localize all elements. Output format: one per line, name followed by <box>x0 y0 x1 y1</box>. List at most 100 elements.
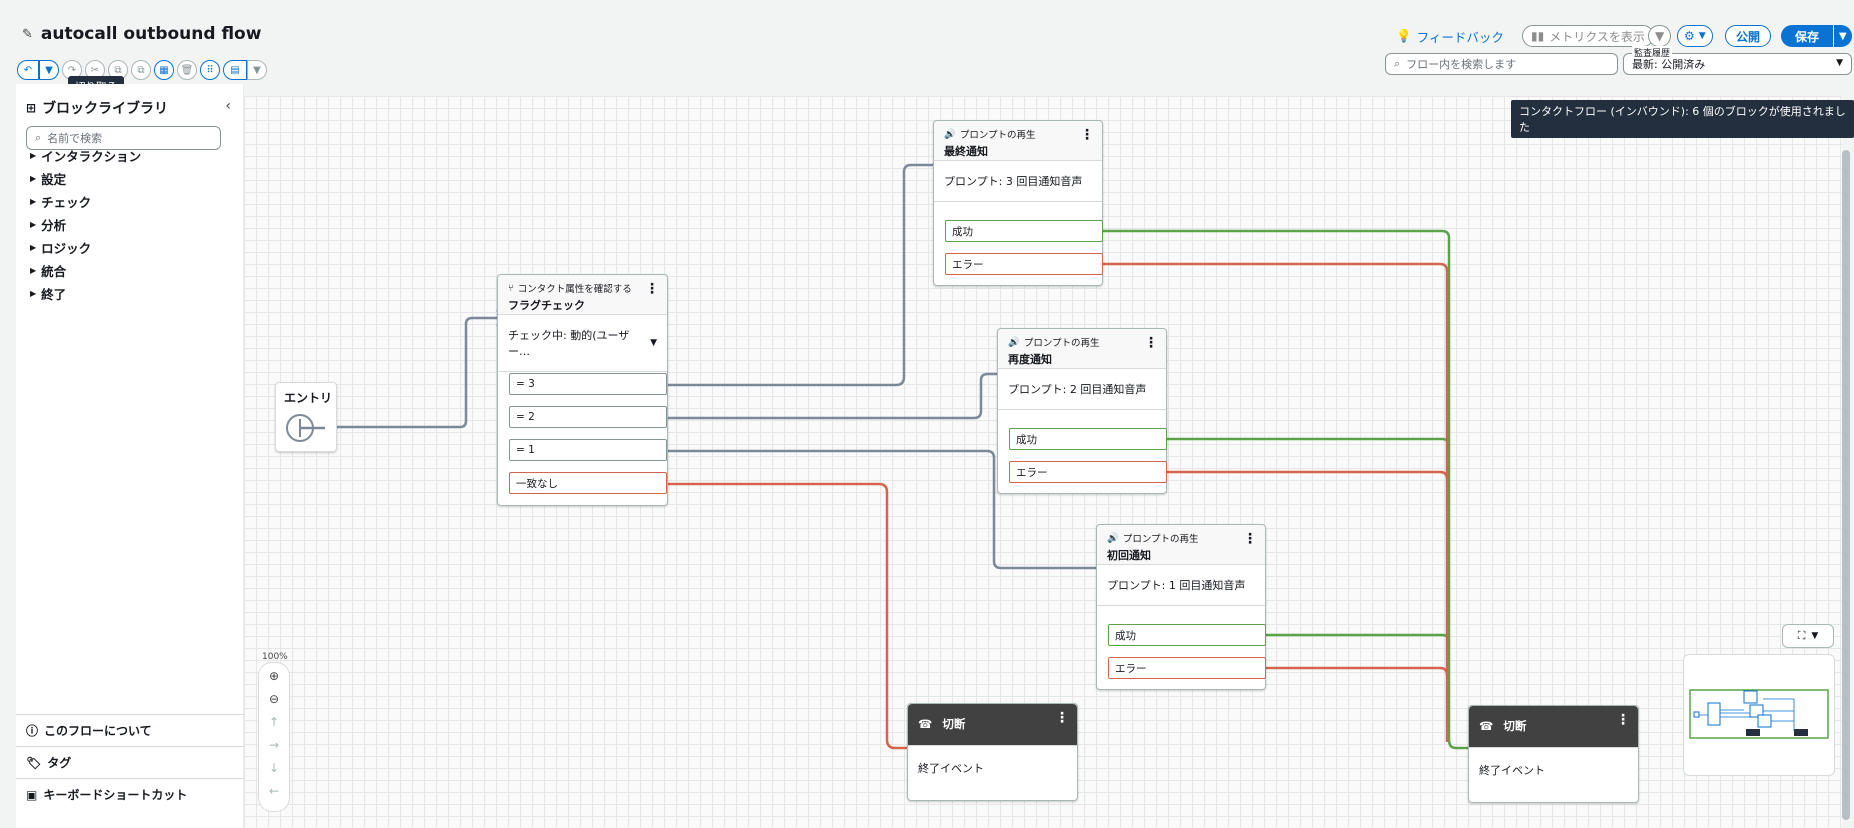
category-analytics[interactable]: ▶分析 <box>30 215 66 234</box>
select-all-button[interactable]: ▦ <box>154 60 174 80</box>
save-dropdown[interactable]: ▼ <box>1833 25 1852 47</box>
tags-link[interactable]: 🏷タグ <box>16 746 244 778</box>
category-logic[interactable]: ▶ ロジック <box>30 238 91 257</box>
category-label: 統合 <box>41 264 67 279</box>
grid-dots-button[interactable]: ⠿ <box>200 60 220 80</box>
undo-button[interactable]: ↶ <box>17 60 39 80</box>
flow-title[interactable]: ✎ autocall outbound flow <box>22 24 261 44</box>
caret-right-icon: ▶ <box>30 266 37 275</box>
audit-history-label: 監査履歴 <box>1632 46 1673 59</box>
block-kind: 🔊プロンプトの再生 <box>1107 531 1255 546</box>
branch-error[interactable]: エラー <box>1108 657 1266 679</box>
cut-button[interactable]: ✂ <box>85 60 105 80</box>
disconnect-block-1[interactable]: ☎切断 ⋮ 終了イベント <box>907 703 1078 801</box>
branch-error[interactable]: エラー <box>945 253 1103 275</box>
branch-icon: ⑂ <box>508 282 514 294</box>
speaker-icon: 🔊 <box>944 128 956 140</box>
fit-view-button[interactable]: ⛶▼ <box>1782 624 1834 648</box>
play-prompt-block-first[interactable]: 🔊プロンプトの再生 初回通知 ⋮ プロンプト: 1 回目通知音声 成功 エラー <box>1096 524 1266 690</box>
caret-right-icon: ▶ <box>30 243 37 252</box>
minimap[interactable] <box>1683 654 1835 776</box>
more-options-icon[interactable]: ⋮ <box>1055 710 1069 726</box>
branch-eq3[interactable]: = 3 <box>509 373 667 395</box>
check-attribute-block[interactable]: ⑂コンタクト属性を確認する フラグチェック ⋮ チェック中: 動的(ユーザー… … <box>497 274 668 506</box>
category-label: 設定 <box>41 172 67 187</box>
block-body: 終了イベント <box>918 762 984 775</box>
play-prompt-block-again[interactable]: 🔊プロンプトの再生 再度通知 ⋮ プロンプト: 2 回目通知音声 成功 エラー <box>997 328 1167 494</box>
delete-button[interactable]: 🗑 <box>177 60 197 80</box>
settings-button[interactable]: ⚙▼ <box>1677 25 1713 47</box>
category-label: チェック <box>41 195 92 210</box>
pan-up-icon[interactable]: ↑ <box>268 715 280 729</box>
metrics-dropdown[interactable]: ▼ <box>1648 25 1672 47</box>
branch-eq2[interactable]: = 2 <box>509 406 667 428</box>
save-button[interactable]: 保存 <box>1781 25 1834 47</box>
publish-button[interactable]: 公開 <box>1725 25 1772 47</box>
block-library-panel: ⊞ ブロックライブラリ ‹ ⌕ 名前で検索 ▶インタラクション ▶設定 ▶チェッ… <box>16 84 244 828</box>
block-name: 最終通知 <box>944 145 988 158</box>
branch-error[interactable]: エラー <box>1009 461 1167 483</box>
branch-no-match[interactable]: 一致なし <box>509 472 667 494</box>
zoom-in-icon[interactable]: ⊕ <box>268 669 280 683</box>
more-options-icon[interactable]: ⋮ <box>1243 531 1257 547</box>
block-search-placeholder: 名前で検索 <box>47 132 103 145</box>
disconnect-block-2[interactable]: ☎切断 ⋮ 終了イベント <box>1468 705 1639 803</box>
category-interaction[interactable]: ▶インタラクション <box>30 146 141 165</box>
caret-right-icon: ▶ <box>30 220 37 229</box>
block-count-banner: コンタクトフロー (インバウンド): 6 個のブロックが使用されました <box>1511 100 1854 138</box>
category-settings[interactable]: ▶ 設定 <box>30 169 66 188</box>
block-search-input[interactable]: ⌕ 名前で検索 <box>26 126 221 150</box>
notes-dropdown[interactable]: ▼ <box>247 60 267 80</box>
block-library-title-text: ブロックライブラリ <box>42 101 169 117</box>
zoom-controls: ⊕ ⊖ ↑ → ↓ ← <box>258 662 290 812</box>
keyboard-icon: ▣ <box>26 787 38 802</box>
flow-search-input[interactable]: ⌕ フロー内を検索します <box>1385 53 1618 75</box>
pan-right-icon[interactable]: → <box>268 738 280 752</box>
category-integration[interactable]: ▶ 統合 <box>30 261 66 280</box>
caret-right-icon: ▶ <box>30 151 37 160</box>
block-kind-label: プロンプトの再生 <box>1023 338 1100 349</box>
branch-eq1[interactable]: = 1 <box>509 439 667 461</box>
metrics-button[interactable]: ▮▮ メトリクスを表示 <box>1522 25 1654 47</box>
category-check[interactable]: ▶チェック <box>30 192 91 211</box>
more-options-icon[interactable]: ⋮ <box>1144 335 1158 351</box>
more-options-icon[interactable]: ⋮ <box>1616 712 1630 728</box>
branch-success[interactable]: 成功 <box>1009 428 1167 450</box>
tags-label: タグ <box>47 756 72 770</box>
play-prompt-block-final[interactable]: 🔊プロンプトの再生 最終通知 ⋮ プロンプト: 3 回目通知音声 成功 エラー <box>933 120 1103 286</box>
block-name: 再度通知 <box>1008 353 1052 366</box>
branch-success[interactable]: 成功 <box>1108 624 1266 646</box>
more-options-icon[interactable]: ⋮ <box>645 281 659 297</box>
duplicate-button[interactable]: ⧉ <box>131 60 151 80</box>
block-name: 初回通知 <box>1107 549 1151 562</box>
feedback-link[interactable]: 💡 フィードバック <box>1396 27 1504 46</box>
entry-label: エントリ <box>284 391 333 405</box>
zoom-out-icon[interactable]: ⊖ <box>268 692 280 706</box>
block-name: 切断 <box>1503 719 1527 733</box>
entry-block[interactable]: エントリ <box>275 382 337 452</box>
block-kind: ⑂コンタクト属性を確認する <box>508 281 657 296</box>
undo-dropdown[interactable]: ▼ <box>39 60 59 80</box>
keyboard-shortcuts-link[interactable]: ▣キーボードショートカット <box>16 778 244 810</box>
category-label: ロジック <box>41 241 92 256</box>
block-body[interactable]: チェック中: 動的(ユーザー… ▼ <box>498 315 667 372</box>
more-options-icon[interactable]: ⋮ <box>1080 127 1094 143</box>
chevron-down-icon: ▼ <box>1811 631 1819 641</box>
speaker-icon: 🔊 <box>1107 532 1119 544</box>
audit-history-select[interactable]: 監査履歴 最新: 公開済み ▼ <box>1623 46 1852 75</box>
block-kind: 🔊プロンプトの再生 <box>1008 335 1156 350</box>
chevron-down-icon: ▼ <box>1698 31 1706 41</box>
pan-left-icon[interactable]: ← <box>268 784 280 798</box>
category-terminate[interactable]: ▶終了 <box>30 284 66 303</box>
grid-icon: ⊞ <box>26 101 37 115</box>
caret-right-icon: ▶ <box>30 174 37 183</box>
block-library-title: ⊞ ブロックライブラリ <box>26 98 168 118</box>
notes-button[interactable]: ▤ <box>223 60 247 80</box>
branch-success[interactable]: 成功 <box>945 220 1103 242</box>
pencil-icon[interactable]: ✎ <box>22 26 33 42</box>
pan-down-icon[interactable]: ↓ <box>268 761 280 775</box>
vertical-scrollbar[interactable] <box>1842 150 1850 820</box>
collapse-icon[interactable]: ‹ <box>225 98 231 114</box>
